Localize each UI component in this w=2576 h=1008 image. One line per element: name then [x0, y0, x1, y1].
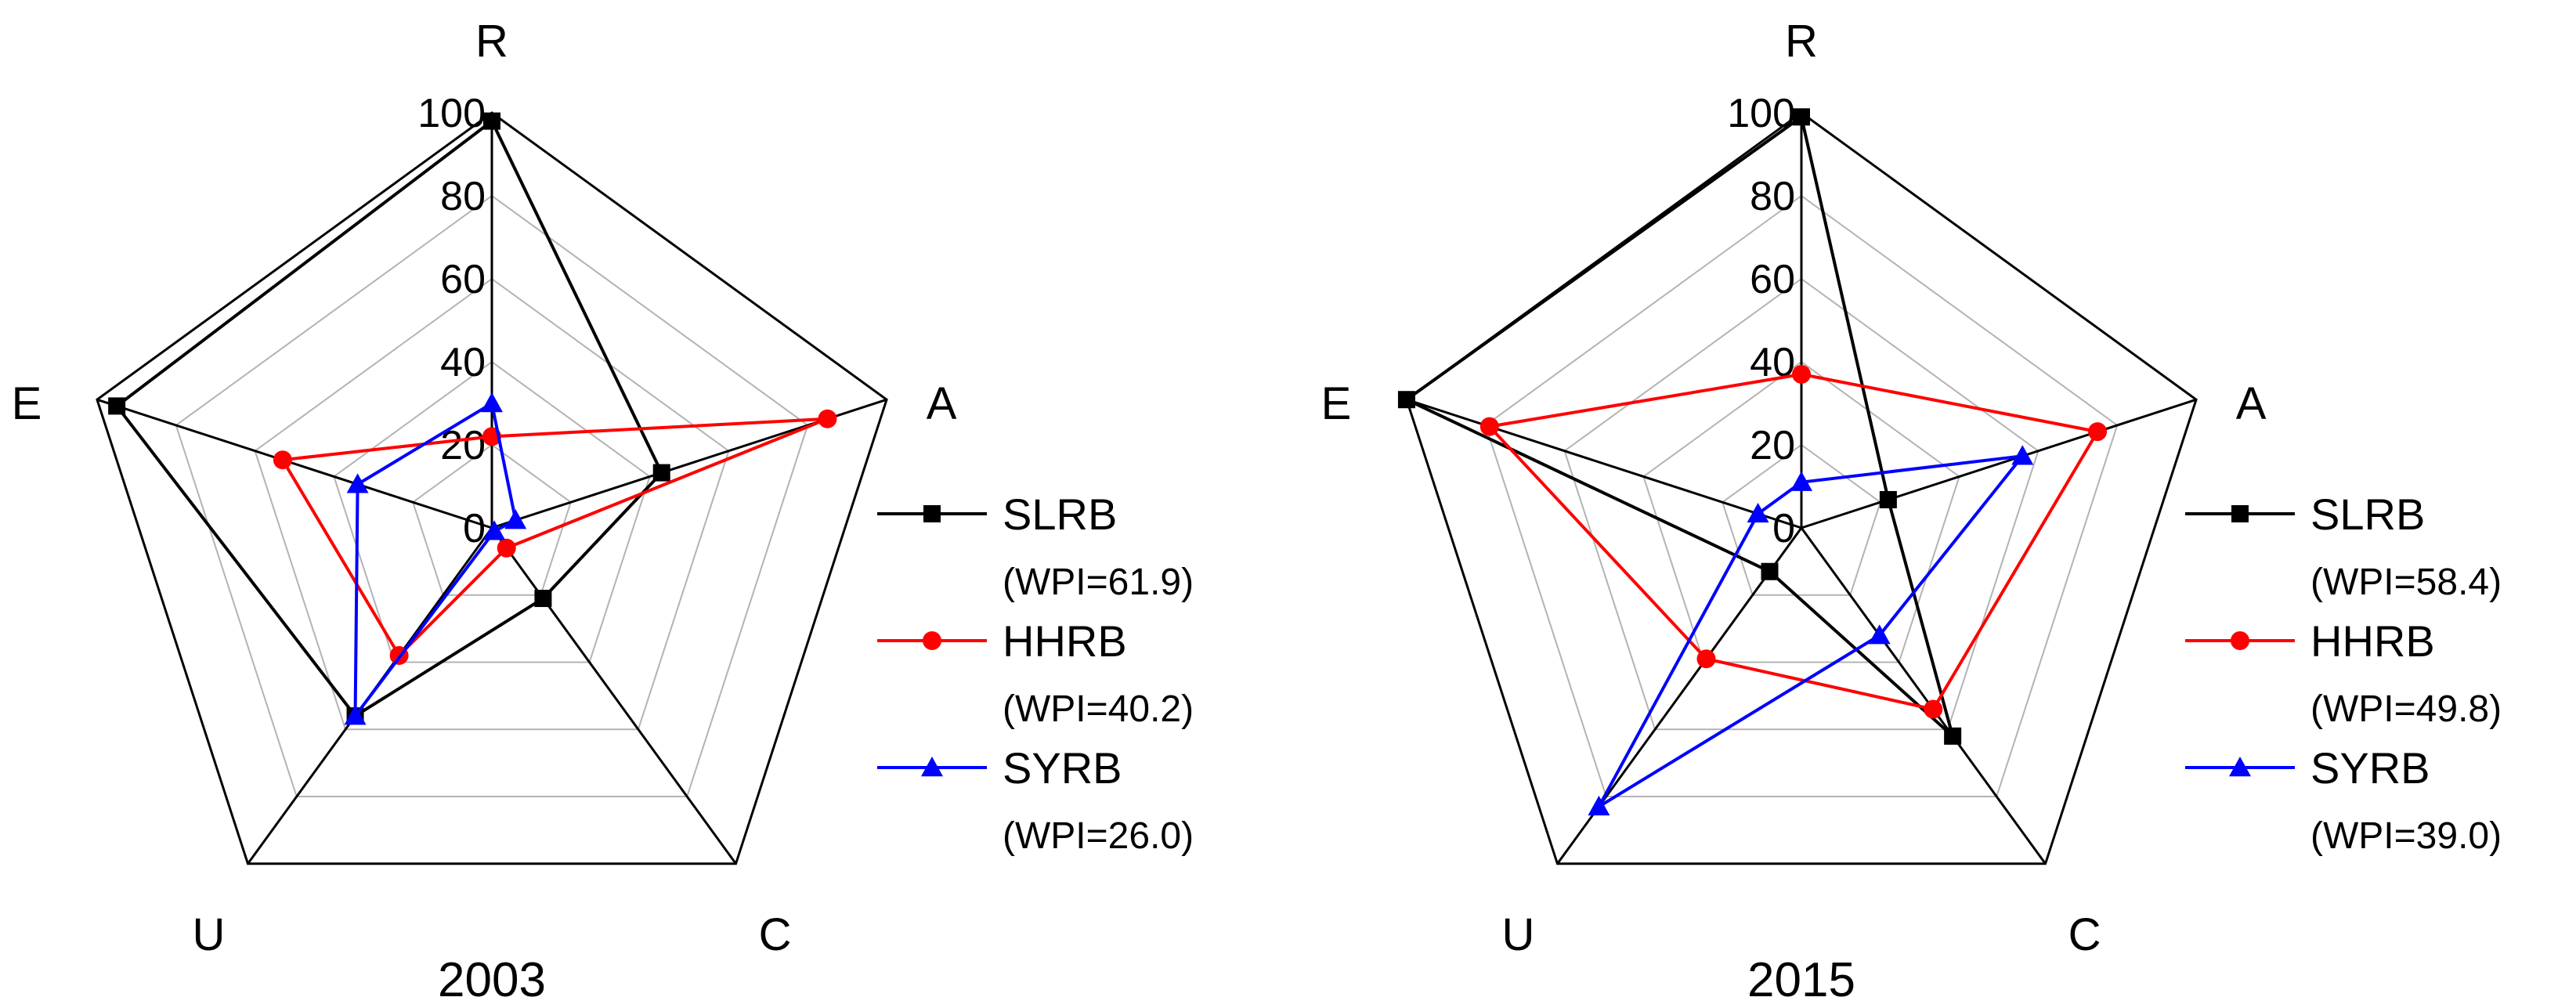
data-point-SYRB-A — [2011, 445, 2034, 465]
axis-label-A: A — [2236, 378, 2267, 429]
data-point-SLRB-R — [483, 112, 500, 130]
data-point-HHRB-R — [1792, 364, 1811, 384]
series-line-SLRB — [1404, 114, 1956, 741]
series-line-SYRB — [353, 400, 518, 721]
legend-name-SLRB: SLRB — [1003, 490, 1117, 539]
data-point-SYRB-C — [1868, 624, 1891, 645]
axis-label-C: C — [2068, 909, 2101, 960]
radar-chart-2015: RACUE020406080100SLRB(WPI=58.4)HHRB(WPI=… — [1321, 16, 2502, 1007]
data-point-SYRB-C — [483, 520, 506, 540]
legend-name-SLRB: SLRB — [2310, 490, 2425, 539]
axis-label-C: C — [759, 909, 792, 960]
tick-label: 0 — [1772, 506, 1795, 551]
axis-spoke-E — [1406, 398, 1802, 529]
radar-chart-2003: RACUE020406080100SLRB(WPI=61.9)HHRB(WPI=… — [12, 16, 1194, 1007]
data-point-SYRB-R — [1790, 471, 1812, 491]
series-SLRB — [1397, 108, 1962, 745]
series-line-HHRB — [1486, 372, 2101, 711]
data-point-SYRB-A — [504, 509, 527, 529]
legend-name-HHRB: HHRB — [2310, 616, 2435, 666]
data-point-SYRB-E — [346, 473, 369, 493]
legend-name-SYRB: SYRB — [2310, 743, 2430, 793]
chart-title: 2015 — [1747, 953, 1855, 1007]
axis-label-E: E — [1321, 378, 1352, 429]
tick-label: 40 — [440, 340, 486, 385]
grid-ring — [1642, 360, 1960, 663]
grid-ring — [254, 277, 730, 731]
data-point-HHRB-A — [2088, 422, 2108, 442]
axis-label-U: U — [1502, 909, 1535, 960]
tick-label: 80 — [440, 174, 486, 219]
series-HHRB — [1479, 364, 2108, 719]
legend-name-SYRB: SYRB — [1003, 743, 1122, 793]
legend-note-SLRB: (WPI=58.4) — [2310, 562, 2502, 603]
chart-title: 2003 — [438, 953, 546, 1007]
data-point-HHRB-C — [1924, 699, 1943, 719]
grid-ring — [1722, 443, 1881, 596]
legend: SLRB (WPI=61.9) HHRB (WPI=40.2) SYRB (WPI=26.… — [877, 490, 1194, 857]
series-line-SYRB — [1595, 453, 2026, 811]
series-SYRB — [344, 392, 527, 725]
data-point-SLRB-E — [1397, 391, 1415, 409]
axis-spoke-E — [96, 398, 493, 529]
data-point-SYRB-E — [1747, 502, 1769, 523]
legend-marker-HHRB — [2231, 631, 2249, 650]
series-SLRB — [108, 112, 670, 725]
series-line-HHRB — [280, 417, 829, 659]
legend-note-SYRB: (WPI=26.0) — [1003, 815, 1194, 857]
legend: SLRB (WPI=58.4) HHRB (WPI=49.8) SYRB (WPI=39.… — [2185, 490, 2502, 857]
grid-ring — [1484, 194, 2119, 798]
grid-ring — [175, 194, 809, 798]
grid-ring — [96, 111, 888, 865]
grid-ring — [1563, 277, 2039, 731]
legend-note-SYRB: (WPI=39.0) — [2310, 815, 2502, 857]
legend-name-HHRB: HHRB — [1003, 616, 1127, 666]
axis-spoke-C — [490, 527, 737, 865]
tick-label: 100 — [417, 91, 486, 136]
series-line-SLRB — [114, 118, 664, 718]
legend-note-HHRB: (WPI=49.8) — [2310, 688, 2502, 730]
grid-ring — [412, 443, 572, 596]
legend-marker-SLRB — [2231, 505, 2249, 522]
axis-label-E: E — [12, 378, 42, 429]
axis-label-R: R — [1785, 16, 1818, 67]
axis-spoke-A — [1801, 398, 2197, 529]
data-point-HHRB-E — [1479, 417, 1499, 436]
legend-marker-SLRB — [923, 505, 941, 522]
series-SYRB — [1588, 445, 2034, 816]
data-point-SLRB-A — [652, 464, 670, 482]
data-point-SLRB-U — [1761, 562, 1779, 580]
tick-label: 80 — [1750, 174, 1795, 219]
data-point-HHRB-C — [497, 538, 516, 558]
legend-marker-SYRB — [921, 757, 943, 777]
data-point-SLRB-E — [108, 397, 126, 415]
grid-ring — [333, 360, 651, 663]
data-point-SYRB-U — [344, 705, 367, 725]
data-point-SYRB-U — [1588, 795, 1610, 816]
legend-marker-HHRB — [923, 631, 941, 650]
axis-spoke-C — [1800, 527, 2047, 865]
legend-note-HHRB: (WPI=40.2) — [1003, 688, 1194, 730]
legend-marker-SYRB — [2229, 757, 2251, 777]
data-point-SLRB-C — [1944, 727, 1962, 745]
data-point-SLRB-C — [534, 590, 552, 608]
series-HHRB — [273, 409, 837, 665]
data-point-SYRB-R — [481, 392, 503, 413]
tick-label: 60 — [1750, 257, 1795, 302]
tick-label: 60 — [440, 257, 486, 302]
axis-label-R: R — [475, 16, 508, 67]
tick-label: 0 — [463, 506, 486, 551]
data-point-SLRB-R — [1793, 108, 1810, 126]
axis-label-A: A — [927, 378, 957, 429]
axis-label-U: U — [193, 909, 226, 960]
data-point-SLRB-A — [1879, 490, 1897, 508]
data-point-HHRB-E — [273, 450, 292, 470]
legend-note-SLRB: (WPI=61.9) — [1003, 562, 1194, 603]
data-point-HHRB-U — [1696, 649, 1716, 669]
tick-label: 20 — [1750, 423, 1795, 468]
data-point-HHRB-A — [818, 409, 837, 428]
